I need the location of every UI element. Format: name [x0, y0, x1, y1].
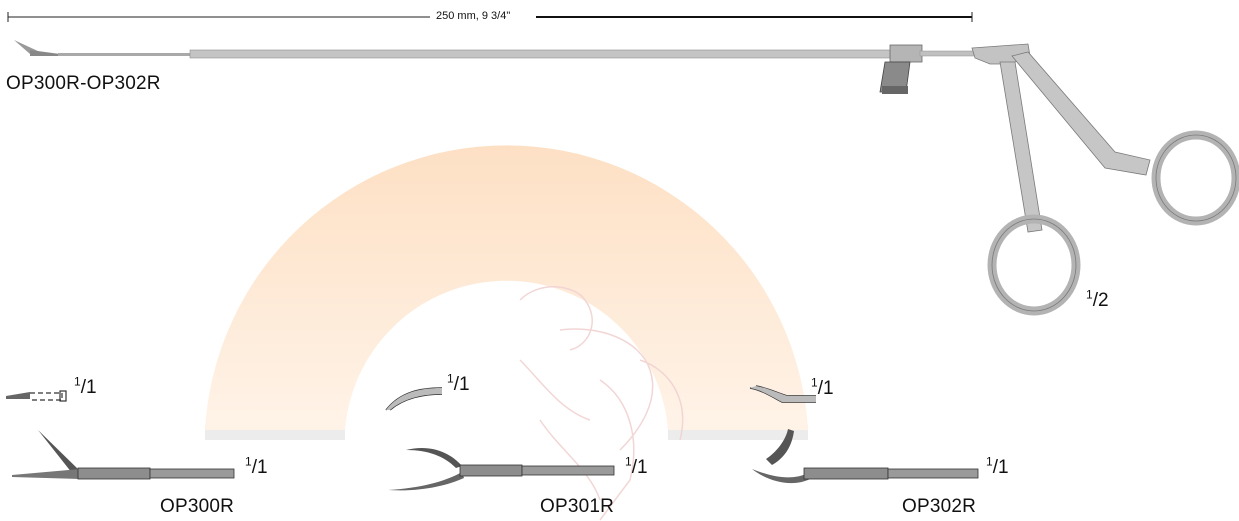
instrument-barrel	[889, 44, 923, 63]
dimension-line	[7, 12, 973, 22]
tip-profile-op302r	[749, 385, 816, 403]
instrument-scale: 1/2	[1086, 287, 1109, 311]
model-range-label: OP300R-OP302R	[6, 73, 161, 94]
finger-ring-lower	[987, 214, 1081, 316]
jaw-scale-op302r: 1/1	[986, 454, 1009, 478]
jaw-scale-op300r: 1/1	[245, 454, 268, 478]
instrument-illustration	[14, 40, 1239, 316]
model-label-op301r: OP301R	[540, 496, 615, 517]
watermark-arch	[205, 145, 808, 430]
jaw-detail-op301r	[388, 447, 615, 491]
tip-scale-op302r: 1/1	[811, 375, 834, 399]
tip-profile-op301r	[385, 387, 443, 411]
jaw-detail-op300r	[12, 430, 235, 480]
tip-scale-op300r: 1/1	[74, 374, 97, 398]
handle-shank-moving	[1011, 51, 1151, 176]
watermark-figure	[519, 286, 684, 521]
handle-shank-fixed	[999, 61, 1043, 233]
finger-ring-upper	[1151, 130, 1239, 226]
tip-profile-op300r	[6, 390, 67, 402]
instrument-shaft	[189, 49, 896, 59]
jaw-detail-op302r	[752, 429, 979, 484]
jaw-scale-op301r: 1/1	[625, 454, 648, 478]
tip-scale-op301r: 1/1	[447, 371, 470, 395]
dimension-label: 250 mm, 9 3/4"	[434, 10, 513, 22]
model-label-op300r: OP300R	[160, 496, 235, 517]
scale-numerator: 1	[1086, 287, 1093, 302]
instrument-shaft-thin	[58, 53, 193, 56]
model-label-op302r: OP302R	[902, 496, 977, 517]
scale-denominator: 2	[1097, 290, 1109, 311]
